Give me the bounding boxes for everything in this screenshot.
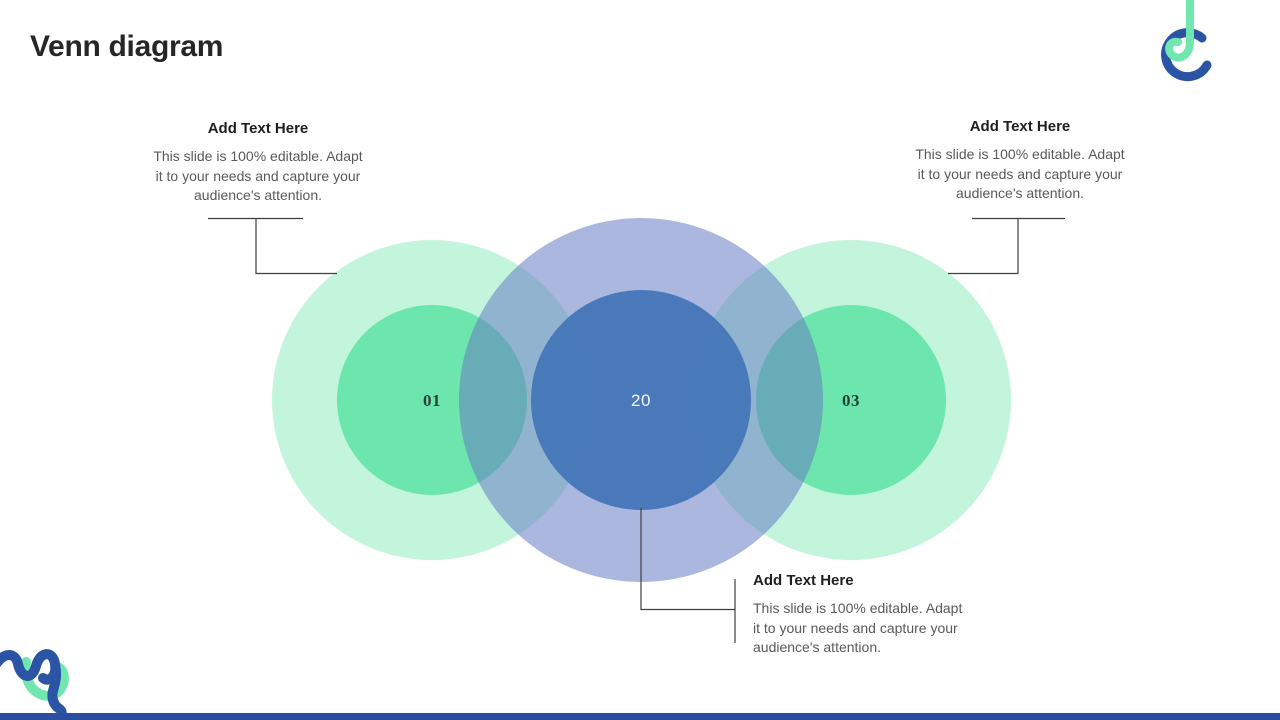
text-block-heading: Add Text Here <box>753 572 854 589</box>
text-block-body-line: it to your needs and capture your <box>753 619 958 636</box>
connector-left <box>208 217 337 275</box>
connector-bottom <box>640 508 736 643</box>
text-block-body-line: audience's attention. <box>956 185 1084 201</box>
text-block-heading: Add Text Here <box>207 120 309 137</box>
text-block-body-line: This slide is 100% editable. Adapt <box>153 148 363 164</box>
text-block-body-line: This slide is 100% editable. Adapt <box>753 600 963 616</box>
text-block-body-line: it to your needs and capture your <box>155 167 361 184</box>
venn-label-01: 01 <box>423 391 441 410</box>
squiggle-green-icon <box>20 657 69 701</box>
text-block-body-line: it to your needs and capture your <box>917 165 1123 182</box>
brand-logo-icon <box>1161 0 1212 82</box>
text-block-top-right: Add Text Here This slide is 100% editabl… <box>888 118 1152 204</box>
connector-right <box>948 217 1065 275</box>
page-title: Venn diagram <box>30 30 224 63</box>
venn-label-20: 20 <box>631 391 651 410</box>
text-block-body-line: audience's attention. <box>753 639 881 655</box>
brand-squiggle-icon <box>0 649 69 720</box>
logo-drop-icon <box>1165 0 1194 62</box>
squiggle-blue-icon <box>0 649 67 720</box>
text-block-body-line: This slide is 100% editable. Adapt <box>915 146 1125 162</box>
venn-label-03: 03 <box>842 391 860 410</box>
venn-circle-center-inner <box>531 290 751 510</box>
text-block-top-left: Add Text Here This slide is 100% editabl… <box>126 120 390 206</box>
text-block-body-line: audience's attention. <box>194 187 322 203</box>
footer-accent-bar <box>0 713 1280 720</box>
text-block-bottom: Add Text Here This slide is 100% editabl… <box>753 572 1017 658</box>
text-block-heading: Add Text Here <box>969 118 1071 135</box>
